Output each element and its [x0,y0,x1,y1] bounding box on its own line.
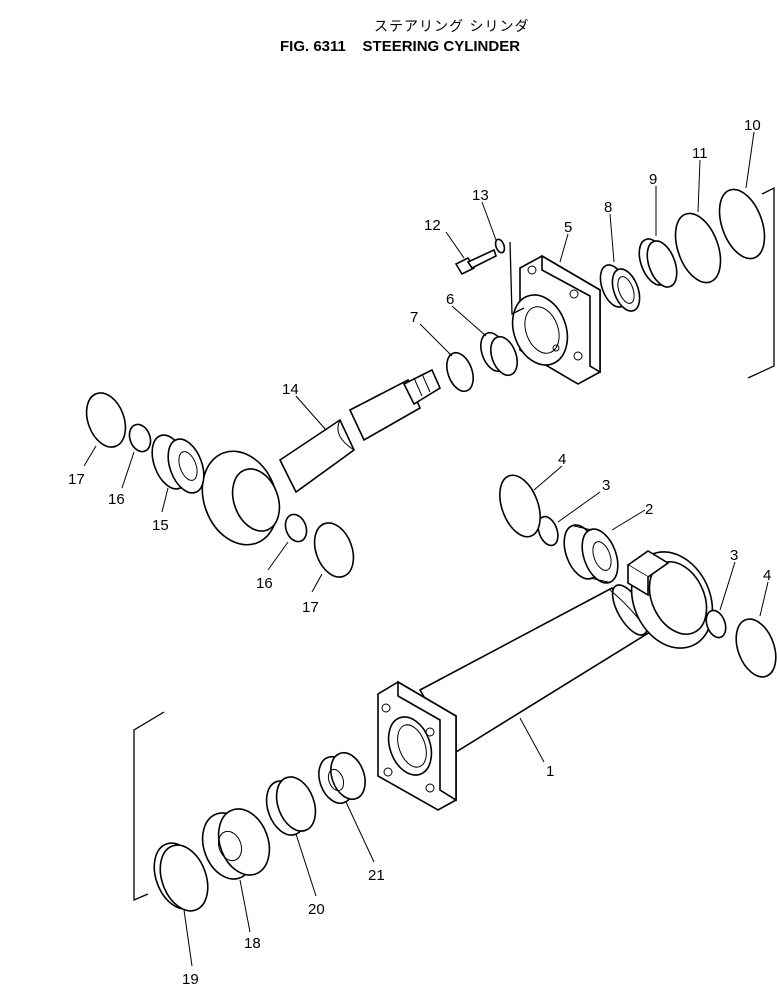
part-21-nut [318,751,366,805]
part-20-bushing [265,776,317,836]
part-2-piston [563,524,619,584]
part-7-snap-ring [446,351,474,393]
part-8-bushing [599,264,641,312]
callout-12: 12 [424,217,441,234]
callout-21: 21 [368,867,385,884]
part-19-ring [153,842,209,912]
part-3-o-ring-b [705,609,727,639]
part-15-piston [151,434,205,494]
bolt-bracket [509,241,525,316]
callout-17: 17 [68,471,85,488]
part-5-cap-housing [511,254,601,385]
part-4-snap-ring-b [735,618,777,678]
diagram-title-japanese: ステアリング シリンダ [374,19,530,35]
callout-4: 4 [558,451,566,468]
part-16-o-ring-b [284,513,308,543]
part-1-cylinder-tube [377,550,714,811]
part-6-bushing [480,331,518,377]
callout-20: 20 [308,901,325,918]
part-10-ring [718,188,766,260]
part-17-snap-ring-b [313,522,355,578]
callout-16-lower: 16 [256,575,273,592]
assembly-bracket-right [747,186,775,379]
callout-4-right: 4 [763,567,771,584]
part-11-ring [674,212,722,284]
part-18-gland [201,808,271,880]
callout-8: 8 [604,199,612,216]
part-12-bolt [454,248,497,276]
figure-number: FIG. 6311 [280,38,346,55]
callout-5: 5 [564,219,572,236]
callout-15: 15 [152,517,169,534]
callout-3: 3 [602,477,610,494]
callout-6: 6 [446,291,454,308]
part-17-snap-ring [85,392,127,448]
diagram-title: FIG. 6311 STEERING CYLINDER [280,38,520,55]
callout-2: 2 [645,501,653,518]
leader-lines [83,131,769,967]
callout-3-right: 3 [730,547,738,564]
part-4-snap-ring [499,474,541,538]
callout-14: 14 [282,381,299,398]
figure-caption: STEERING CYLINDER [362,38,521,55]
part-16-o-ring [128,423,152,453]
part-3-o-ring [537,515,559,547]
callout-19: 19 [182,971,199,987]
callout-labels: 1 2 3 3 4 4 5 6 7 8 9 10 11 12 13 14 15 … [68,117,771,987]
part-14-piston-rod [201,368,442,546]
callout-11: 11 [692,145,708,162]
callout-16: 16 [108,491,125,508]
callout-13: 13 [472,187,489,204]
callout-18: 18 [244,935,261,952]
part-9-seal [638,238,678,288]
callout-9: 9 [649,171,657,188]
callout-17-lower: 17 [302,599,319,616]
part-13-washer [494,238,506,254]
assembly-bracket-left [133,711,165,901]
callout-10: 10 [744,117,761,134]
callout-7: 7 [410,309,418,326]
callout-1: 1 [546,763,554,780]
